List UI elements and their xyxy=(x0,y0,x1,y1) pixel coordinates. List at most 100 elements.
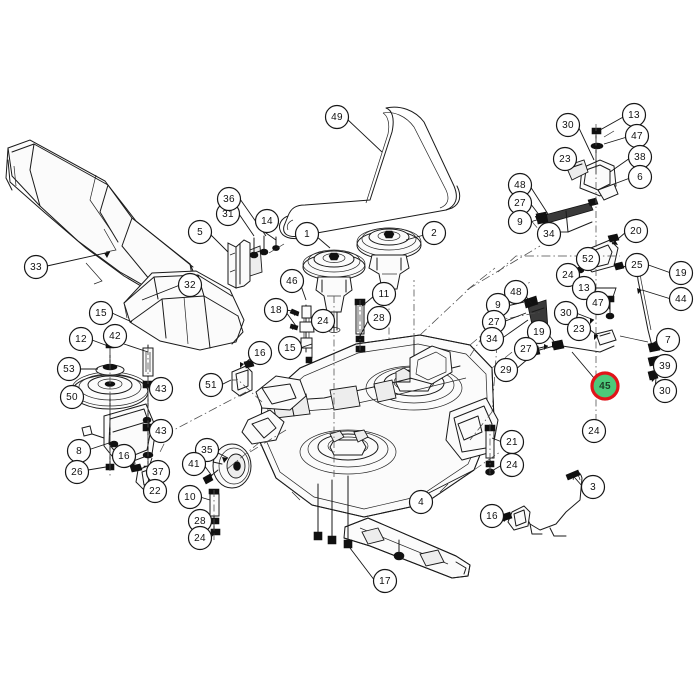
callout-part-number[interactable]: 3 xyxy=(580,474,606,500)
callout-part-number[interactable]: 32 xyxy=(177,272,203,298)
callout-part-number[interactable]: 13 xyxy=(571,275,597,301)
callout-part-number[interactable]: 42 xyxy=(102,323,128,349)
callout-part-number[interactable]: 43 xyxy=(148,418,174,444)
callout-label: 1 xyxy=(304,229,310,240)
part-discharge-chute-33 xyxy=(5,139,197,297)
callout-label: 35 xyxy=(201,445,213,456)
callout-part-number[interactable]: 24 xyxy=(581,418,607,444)
callout-part-number[interactable]: 21 xyxy=(499,429,525,455)
callout-part-number[interactable]: 34 xyxy=(479,326,505,352)
callout-circle xyxy=(536,221,562,247)
callout-circle xyxy=(507,209,533,235)
callout-part-number[interactable]: 4 xyxy=(408,489,434,515)
callout-part-number[interactable]: 24 xyxy=(310,308,336,334)
callout-part-number[interactable]: 22 xyxy=(142,478,168,504)
part-cable-3 xyxy=(497,469,583,537)
callout-part-number[interactable]: 7 xyxy=(655,327,681,353)
callout-part-number[interactable]: 16 xyxy=(479,503,505,529)
callout-part-number[interactable]: 30 xyxy=(652,378,678,404)
callout-label: 11 xyxy=(379,289,390,300)
callout-label: 44 xyxy=(675,294,687,305)
callout-part-number[interactable]: 39 xyxy=(652,353,678,379)
callout-part-number[interactable]: 1 xyxy=(294,221,320,247)
callout-part-number[interactable]: 19 xyxy=(668,260,694,286)
callout-part-number[interactable]: 52 xyxy=(575,246,601,272)
callout-part-number[interactable]: 15 xyxy=(88,300,114,326)
callout-part-number[interactable]: 23 xyxy=(552,146,578,172)
callout-part-number[interactable]: 24 xyxy=(555,262,581,288)
callout-part-number[interactable]: 34 xyxy=(536,221,562,247)
callout-label: 13 xyxy=(578,283,590,294)
callout-part-number[interactable]: 24 xyxy=(187,525,213,551)
callout-part-number[interactable]: 13 xyxy=(621,102,647,128)
callout-circle xyxy=(627,164,653,190)
callout-part-number[interactable]: 33 xyxy=(23,254,49,280)
callout-part-number[interactable]: 50 xyxy=(59,384,85,410)
callout-circle xyxy=(187,219,213,245)
callout-label: 17 xyxy=(379,576,391,587)
callout-part-number[interactable]: 41 xyxy=(181,451,207,477)
callout-label: 27 xyxy=(514,198,526,209)
callout-part-number[interactable]: 44 xyxy=(668,286,694,312)
callout-part-number[interactable]: 24 xyxy=(499,452,525,478)
callout-circle xyxy=(88,300,114,326)
callout-part-number[interactable]: 47 xyxy=(585,290,611,316)
callout-part-number[interactable]: 10 xyxy=(177,484,203,510)
callout-part-number[interactable]: 5 xyxy=(187,219,213,245)
callout-part-number[interactable]: 51 xyxy=(198,372,224,398)
callout-circle xyxy=(148,418,174,444)
callout-part-number[interactable]: 2 xyxy=(421,220,447,246)
callout-part-number[interactable]: 28 xyxy=(366,305,392,331)
callout-part-number[interactable]: 36 xyxy=(216,186,242,212)
callout-part-number[interactable]: 23 xyxy=(566,316,592,342)
callout-part-number[interactable]: 9 xyxy=(507,209,533,235)
callout-part-number[interactable]: 20 xyxy=(623,218,649,244)
callout-part-number[interactable]: 12 xyxy=(68,326,94,352)
callout-part-number[interactable]: 6 xyxy=(627,164,653,190)
callout-part-number[interactable]: 27 xyxy=(513,336,539,362)
callout-part-number[interactable]: 30 xyxy=(553,300,579,326)
callout-part-number[interactable]: 15 xyxy=(277,335,303,361)
callout-circle xyxy=(555,262,581,288)
callout-part-number[interactable]: 46 xyxy=(279,268,305,294)
callout-label: 16 xyxy=(118,451,130,462)
callout-label: 49 xyxy=(331,112,343,123)
callout-label: 24 xyxy=(588,426,600,437)
callout-part-number[interactable]: 53 xyxy=(56,356,82,382)
callout-part-number[interactable]: 11 xyxy=(371,281,397,307)
callout-circle xyxy=(553,300,579,326)
callout-part-number[interactable]: 47 xyxy=(624,123,650,149)
part-spindle-pulley-1 xyxy=(302,249,366,333)
callout-label: 24 xyxy=(317,316,329,327)
part-bracket-5 xyxy=(227,239,263,289)
callout-part-number[interactable]: 48 xyxy=(503,279,529,305)
callout-part-number[interactable]: 14 xyxy=(254,208,280,234)
callout-circle xyxy=(652,378,678,404)
callout-part-number[interactable]: 18 xyxy=(263,297,289,323)
callout-circle xyxy=(499,452,525,478)
callout-part-number[interactable]: 43 xyxy=(148,376,174,402)
callout-part-number[interactable]: 17 xyxy=(372,568,398,594)
callout-circle xyxy=(571,275,597,301)
callout-part-number[interactable]: 48 xyxy=(507,172,533,198)
callout-part-number[interactable]: 16 xyxy=(111,443,137,469)
callout-label: 24 xyxy=(506,460,518,471)
callout-circle xyxy=(263,297,289,323)
callout-label: 30 xyxy=(562,120,574,131)
callout-part-number[interactable]: 25 xyxy=(624,252,650,278)
callout-part-number[interactable]: 8 xyxy=(66,438,92,464)
callout-part-number[interactable]: 19 xyxy=(526,319,552,345)
callout-label: 24 xyxy=(562,270,574,281)
callout-circle xyxy=(590,371,620,401)
callout-part-number[interactable]: 16 xyxy=(247,340,273,366)
callout-label: 12 xyxy=(75,334,87,345)
callout-label: 27 xyxy=(520,344,532,355)
callout-label: 20 xyxy=(630,226,642,237)
callout-part-number[interactable]: 29 xyxy=(493,357,519,383)
callout-part-number[interactable]: 26 xyxy=(64,459,90,485)
callout-label: 37 xyxy=(152,467,164,478)
callout-highlighted-part[interactable]: 45 xyxy=(590,371,620,401)
callout-part-number[interactable]: 49 xyxy=(324,104,350,130)
callout-label: 19 xyxy=(675,268,687,279)
callout-part-number[interactable]: 30 xyxy=(555,112,581,138)
